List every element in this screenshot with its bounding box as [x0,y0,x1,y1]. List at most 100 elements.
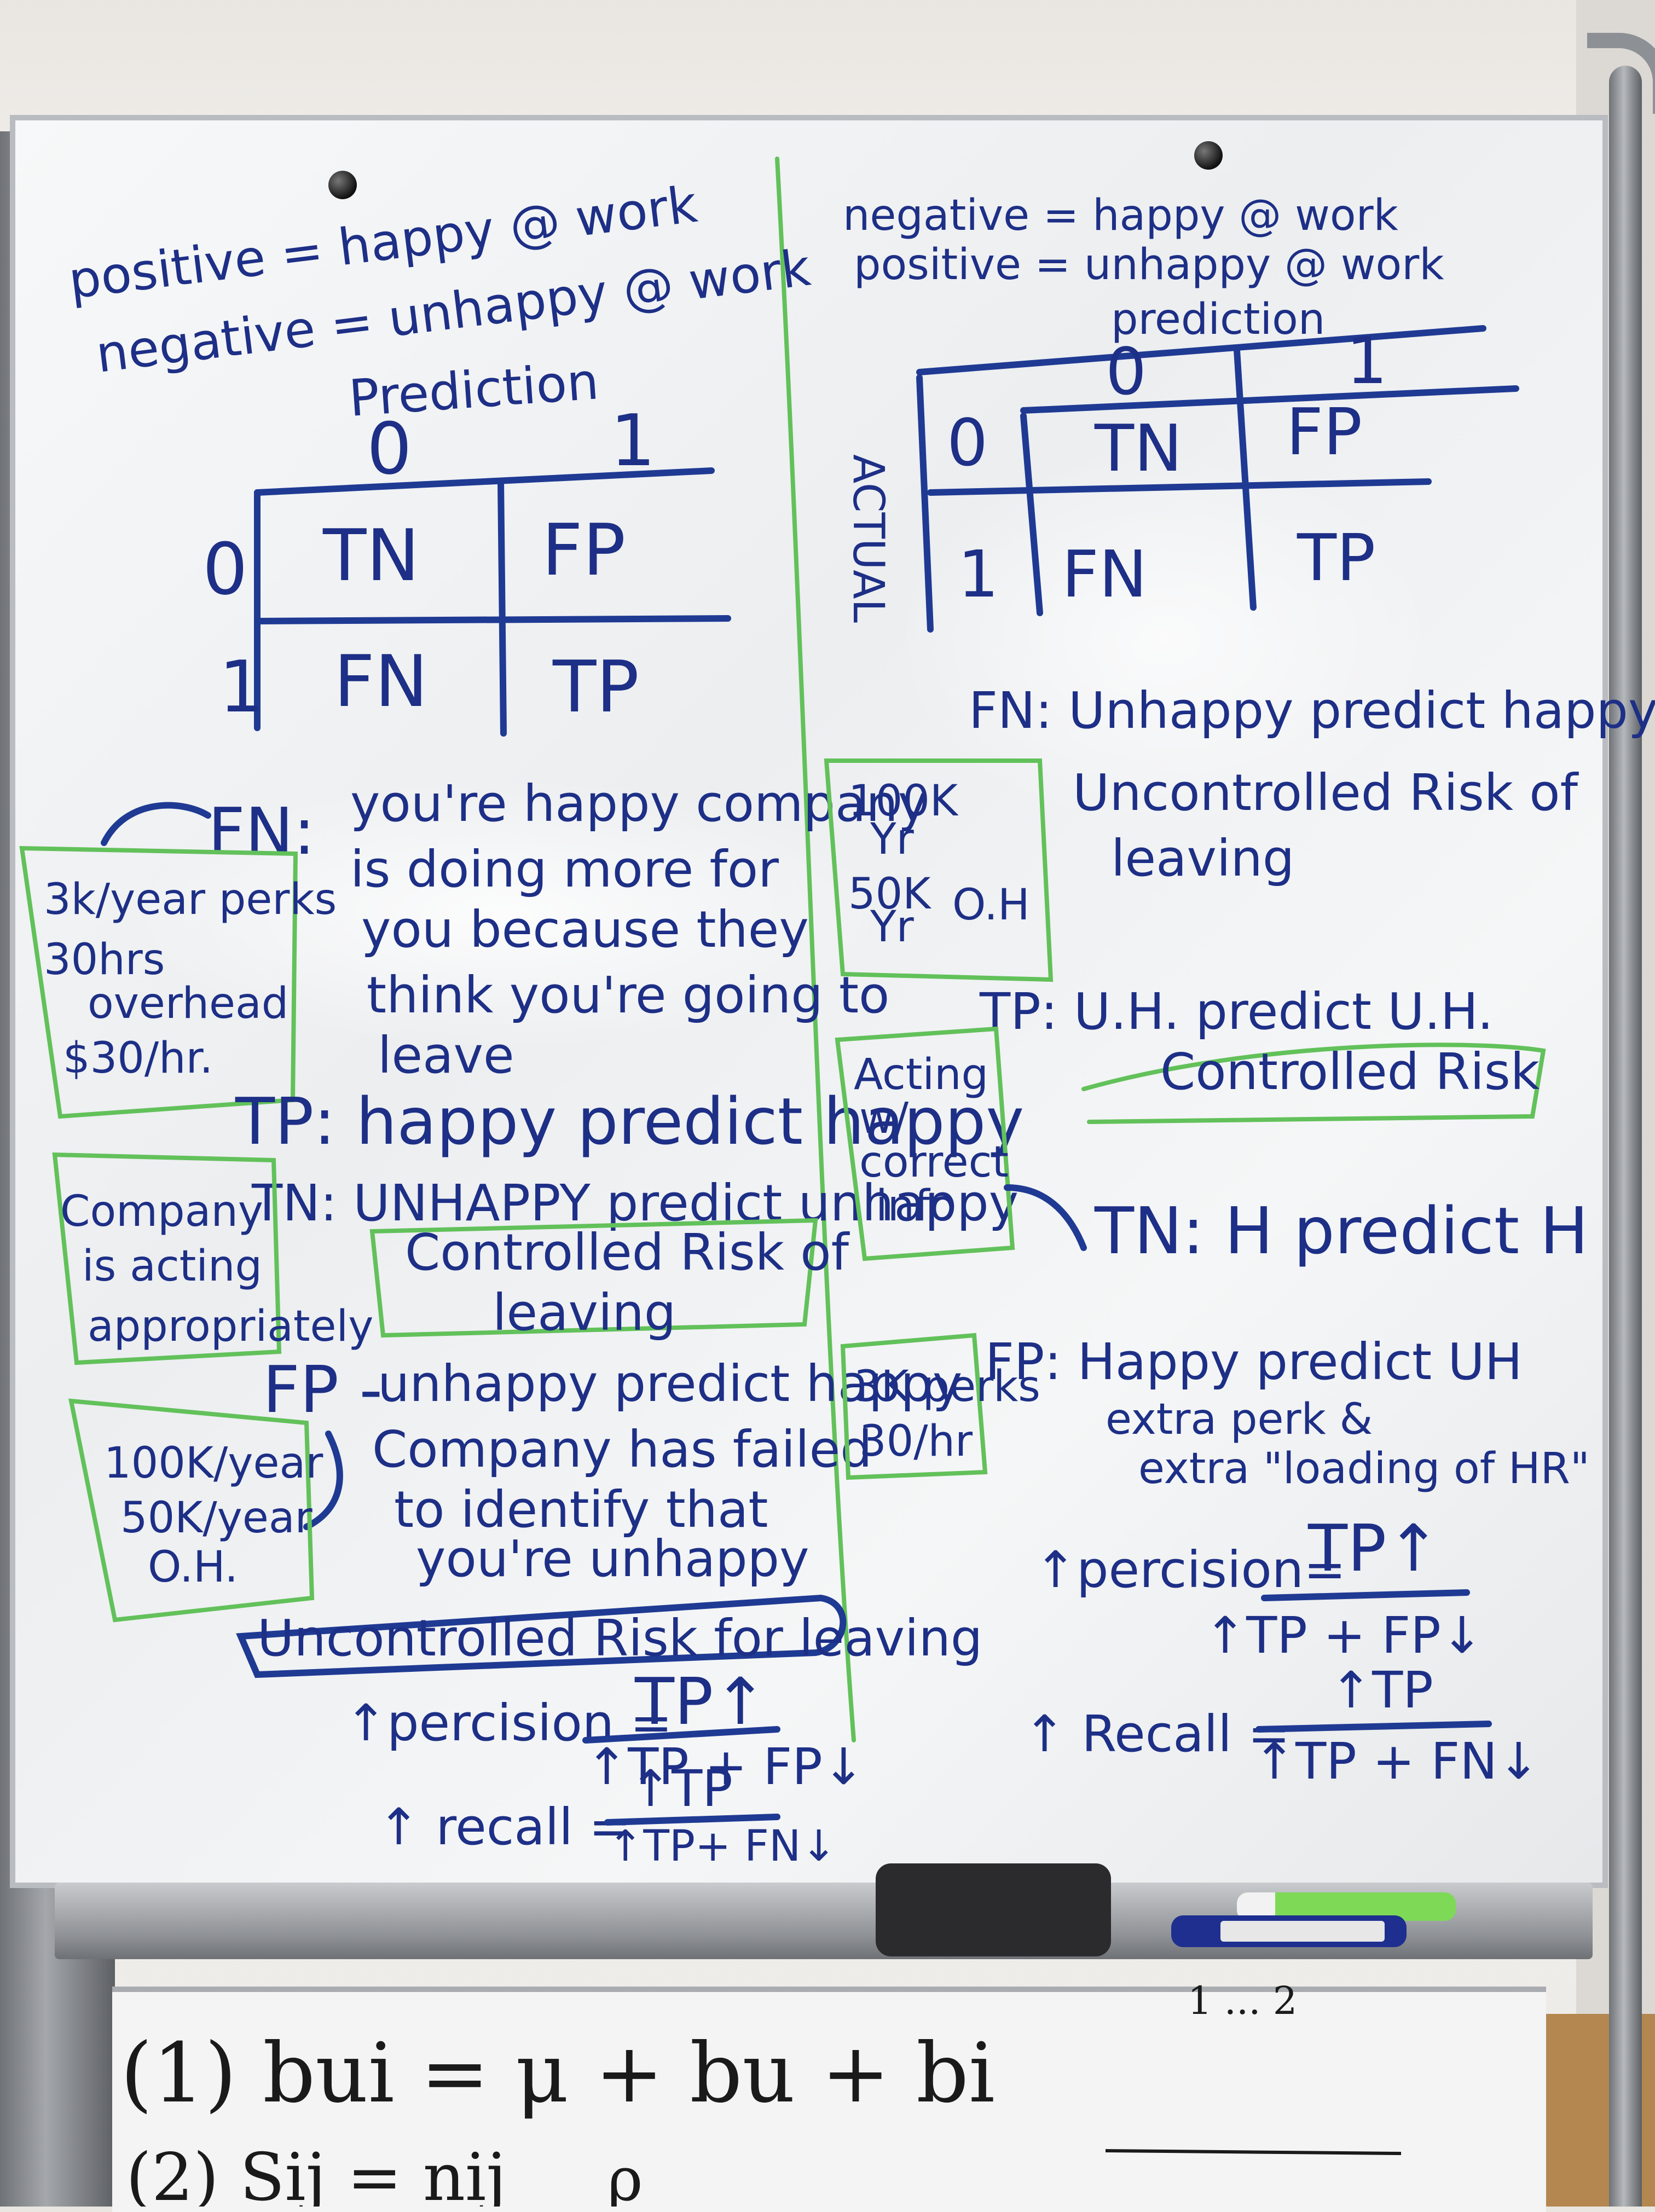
right-cost1-line-1: 100K [848,777,959,826]
stand-frame-right [1609,66,1642,2207]
left-company-line-2: is acting [82,1242,262,1291]
right-matrix-top-line [916,325,1486,375]
left-controlled-line-1: Controlled Risk of [405,1223,850,1282]
left-matrix-mid-line [254,615,731,624]
left-fn-line-3: you because they [361,900,809,959]
left-uncontrolled-box [236,1594,847,1678]
left-precision-lhs: ↑percision = [345,1694,672,1752]
left-fp-line-1: unhappy predict happy [378,1354,962,1413]
right-fn-line-1: FN: Unhappy predict happy [969,681,1655,740]
right-fn-cell: FN [1062,536,1147,612]
right-tp-cell: TP [1297,520,1375,595]
right-precision-lhs: ↑percision= [1034,1541,1346,1599]
left-controlled-box [369,1218,818,1338]
right-actual-label: ACTUAL [843,454,893,623]
right-tp-note: TP: U.H. predict U.H. [979,982,1494,1041]
left-fn-arrow [101,802,211,846]
right-def-negative: negative = happy @ work [843,191,1398,240]
right-recall-lhs: ↑ Recall = [1023,1705,1290,1763]
left-precision-den: ↑TP + FP↓ [586,1738,865,1796]
left-cost1-line-4: $30/hr. [63,1034,213,1083]
right-cost1-line-4: Yr [870,902,915,952]
right-matrix-mid-line [927,478,1432,496]
left-recall-den: ↑TP+ FN↓ [607,1822,837,1871]
left-company-line-1: Company [60,1187,263,1236]
left-cost-box-1 [19,846,298,1119]
right-cost2-line-1: 3K perks [854,1362,1040,1411]
right-matrix-left-line [916,374,934,633]
right-acting-line-3: correct [859,1138,1009,1187]
eraser [876,1863,1111,1956]
right-precision-num: TP↑ [1307,1510,1440,1586]
right-recall-num: ↑TP [1330,1661,1433,1719]
left-cost-box-2 [68,1398,315,1623]
blue-marker-label [1220,1921,1385,1942]
left-cost2-line-1: 100K/year [104,1439,323,1488]
right-fp-line-1: FP: Happy predict UH [985,1333,1523,1391]
left-precision-bar [582,1726,780,1744]
right-cost-box-1 [824,758,1054,982]
right-precision-bar [1261,1589,1470,1601]
left-recall-bar [604,1814,780,1826]
board-glare [125,777,891,1051]
right-fp-line-3: extra "loading of HR" [1138,1444,1590,1493]
lower-eq-2: (2) Sij = nij [126,2140,507,2207]
lower-whiteboard [112,1987,1546,2212]
left-col1: 1 [610,399,656,482]
right-prediction-label: prediction [1111,295,1325,344]
right-matrix-center-line [1234,347,1257,611]
left-cost2-line-3: O.H. [148,1543,238,1592]
left-tn-cell: TN [322,514,420,597]
board-glare-2 [891,449,1438,832]
left-fp-arrow [303,1431,343,1530]
left-precision-num: TP↑ [634,1664,767,1739]
right-tn-note: TN: H predict H [1094,1193,1588,1269]
right-cost2-line-2: 30/hr [859,1417,973,1466]
right-recall-bar [1255,1721,1492,1733]
right-cost-box-2 [840,1333,988,1480]
right-acting-line-4: info [876,1182,956,1231]
right-acting-line-1: Acting [854,1050,988,1099]
left-row0: 0 [202,528,248,611]
left-fn-cell: FN [334,640,428,723]
left-tp-cell: TP [552,645,639,728]
lower-eq-1: (1) bui = μ + bu + bi [120,2026,995,2121]
magnet-icon [1194,141,1223,170]
left-matrix-top-line [254,467,715,496]
right-row1: 1 [958,536,999,612]
magnet-icon [328,171,357,199]
right-fp-line-2: extra perk & [1106,1395,1373,1444]
left-fn-line-5: leave [378,1026,514,1085]
left-fn-line-2: is doing more for [350,840,779,899]
right-acting-line-2: w/ [859,1094,909,1143]
right-recall-den: ↑TP + FN↓ [1253,1732,1540,1791]
left-matrix-center-line [497,478,507,737]
left-controlled-line-2: leaving [493,1283,676,1342]
right-tn-cell: TN [1094,410,1182,486]
left-fp-line-2: Company has failed [372,1420,872,1479]
left-company-line-3: appropriately [88,1302,373,1351]
right-fp-cell: FP [1286,394,1362,470]
right-fn-line-2: Uncontrolled Risk of [1073,763,1579,822]
left-fn-line-4: think you're going to [367,966,889,1024]
left-recall-num: ↑TP [629,1759,733,1818]
lower-axis-line [1105,2149,1402,2155]
left-cost1-line-1: 3k/year perks [44,875,337,924]
left-recall-lhs: ↑ recall = [378,1798,631,1856]
right-def-positive: positive = unhappy @ work [854,240,1444,289]
left-cost1-line-2: 30hrs [44,935,165,985]
right-row0: 0 [947,405,988,480]
right-cost1-line-2: Yr [870,815,915,864]
right-col0: 0 [1106,334,1147,409]
right-fn-line-3: leaving [1111,829,1294,888]
right-col1: 1 [1346,323,1387,398]
left-company-box [52,1152,282,1365]
left-fp-line-3: to identify that [394,1480,768,1539]
left-tp-note: TP: happy predict happy [235,1084,1024,1159]
left-row1: 1 [219,645,264,728]
left-cost2-line-2: 50K/year [120,1493,313,1543]
right-controlled-text: Controlled Risk [1160,1043,1540,1101]
right-cost1-line-5: O.H [952,881,1030,930]
